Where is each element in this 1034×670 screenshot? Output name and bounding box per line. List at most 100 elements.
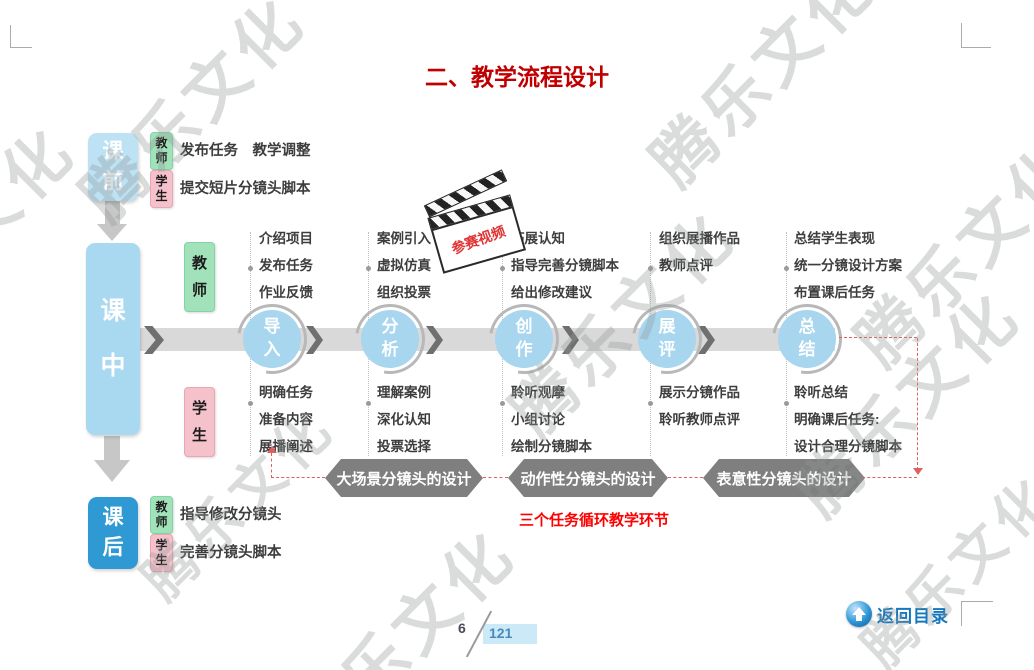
role-chip-teacher: 教师 (150, 496, 173, 534)
task-line: 拓展认知 (511, 231, 565, 246)
bullet-dot (366, 401, 371, 406)
loop-line (271, 453, 272, 478)
bullet-dot (366, 266, 371, 271)
bullet-dot (784, 266, 789, 271)
loop-arrow-up-icon (267, 446, 277, 453)
bullet-dot (500, 401, 505, 406)
task-line: 给出修改建议 (511, 285, 592, 300)
phase-circle-analyze: 分析 (361, 310, 419, 368)
task-line: 统一分镜设计方案 (794, 258, 902, 273)
task-line: 作业反馈 (259, 285, 313, 300)
home-icon-base (856, 615, 862, 621)
role-chip-teacher: 教师 (184, 242, 215, 312)
corner-mark-bottom-right (961, 601, 993, 626)
phase-circle-review: 展评 (638, 310, 696, 368)
task-line: 组织投票 (377, 285, 431, 300)
corner-mark-top-right (961, 23, 991, 48)
role-chip-teacher: 教师 (150, 132, 173, 170)
clapper-label: 参赛视频 (449, 222, 508, 257)
watermark: 腾乐文化 (851, 464, 1034, 670)
bullet-dot (784, 401, 789, 406)
phase-circle-import: 导入 (243, 310, 301, 368)
task-line: 发布任务 (259, 258, 313, 273)
loop-line (839, 337, 917, 338)
loop-line (483, 477, 508, 478)
page-number-highlight (483, 624, 537, 644)
task-line: 理解案例 (377, 385, 431, 400)
stage-label: 课中 (100, 297, 126, 380)
task-line: 介绍项目 (259, 231, 313, 246)
phase-label: 展评 (658, 317, 676, 359)
teacher-tasks-import: 介绍项目 发布任务 作业反馈 (259, 225, 313, 306)
post-student-task: 完善分镜头脚本 (180, 545, 282, 561)
teacher-tasks-review: 组织展播作品 教师点评 (659, 225, 740, 279)
role-label: 学生 (191, 400, 207, 444)
home-icon-roof (852, 607, 866, 615)
role-chip-student: 学生 (150, 534, 173, 572)
task-banner-3: 表意性分镜头的设计 (703, 459, 865, 497)
student-tasks-review: 展示分镜作品 聆听教师点评 (659, 379, 740, 433)
phase-circle-summary: 总结 (778, 310, 836, 368)
back-to-toc-label: 返回目录 (877, 606, 949, 626)
loop-line (917, 338, 918, 470)
role-label: 教师 (155, 136, 168, 165)
bullet-dot (248, 266, 253, 271)
stage-box-after-class: 课后 (88, 497, 138, 569)
task-line: 明确任务 (259, 385, 313, 400)
teacher-tasks-summary: 总结学生表现 统一分镜设计方案 布置课后任务 (794, 225, 902, 306)
loop-label: 三个任务循环教学环节 (519, 512, 670, 529)
watermark: 腾乐文化 (67, 0, 320, 235)
task-line: 布置课后任务 (794, 285, 875, 300)
phase-label: 创作 (515, 317, 533, 359)
bullet-dot (500, 266, 505, 271)
task-line: 组织展播作品 (659, 231, 740, 246)
phase-label: 总结 (798, 317, 816, 359)
role-chip-student: 学生 (184, 387, 215, 457)
role-label: 学生 (155, 174, 168, 203)
task-banner-2: 动作性分镜头的设计 (508, 459, 668, 497)
task-line: 聆听观摩 (511, 385, 565, 400)
stage-box-during-class: 课中 (86, 243, 140, 435)
task-line: 设计合理分镜脚本 (794, 439, 902, 454)
page-title: 二、教学流程设计 (425, 64, 609, 90)
loop-line (668, 477, 703, 478)
task-line: 小组讨论 (511, 412, 565, 427)
role-label: 教师 (155, 500, 168, 529)
student-tasks-summary: 聆听总结 明确课后任务: 设计合理分镜脚本 (794, 379, 902, 460)
page-number-total: 121 (489, 625, 513, 641)
role-label: 教师 (191, 255, 207, 299)
loop-arrow-down-icon (913, 468, 923, 475)
student-tasks-analyze: 理解案例 深化认知 投票选择 (377, 379, 431, 460)
task-line: 绘制分镜脚本 (511, 439, 592, 454)
task-line: 准备内容 (259, 412, 313, 427)
task-line: 教师点评 (659, 258, 713, 273)
task-line: 案例引入 (377, 231, 431, 246)
stage-label: 课后 (102, 505, 124, 559)
task-line: 指导完善分镜脚本 (511, 258, 619, 273)
watermark: 腾乐文化 (277, 515, 530, 670)
page-number-current: 6 (458, 620, 466, 636)
pre-student-task: 提交短片分镜头脚本 (180, 181, 311, 197)
bullet-dot (248, 401, 253, 406)
role-chip-student: 学生 (150, 170, 173, 208)
watermark: 腾乐文化 (637, 0, 890, 200)
task-line: 总结学生表现 (794, 231, 875, 246)
teacher-tasks-create: 拓展认知 指导完善分镜脚本 给出修改建议 (511, 225, 619, 306)
task-line: 深化认知 (377, 412, 431, 427)
corner-mark-top-left (10, 25, 32, 48)
teacher-tasks-analyze: 案例引入 虚拟仿真 组织投票 (377, 225, 431, 306)
student-tasks-create: 聆听观摩 小组讨论 绘制分镜脚本 (511, 379, 592, 460)
bullet-dot (648, 266, 653, 271)
phase-label: 分析 (381, 317, 399, 359)
back-to-toc-button[interactable]: 返回目录 (846, 601, 949, 627)
stage-box-pre-class: 课前 (88, 133, 138, 201)
watermark: 腾乐文化 (0, 112, 90, 365)
loop-line (271, 477, 325, 478)
task-banner-1: 大场景分镜头的设计 (325, 459, 483, 497)
post-teacher-task: 指导修改分镜头 (180, 507, 282, 523)
task-line: 投票选择 (377, 439, 431, 454)
pre-teacher-task: 发布任务 教学调整 (180, 143, 311, 159)
stage-label: 课前 (102, 139, 124, 193)
phase-label: 导入 (263, 317, 281, 359)
